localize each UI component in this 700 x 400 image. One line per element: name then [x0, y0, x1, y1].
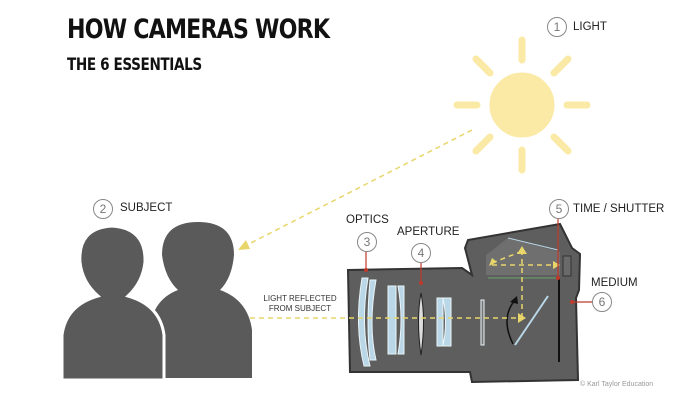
- label-optics: OPTICS: [346, 214, 389, 226]
- camera-body: [346, 222, 582, 384]
- number-badge-5: 5: [549, 199, 569, 219]
- incident-light-arrow: [244, 129, 473, 247]
- viewfinder: [562, 255, 572, 277]
- label-medium: MEDIUM: [591, 277, 638, 289]
- number-badge-2: 2: [93, 199, 113, 219]
- reflected-label-line2: FROM SUBJECT: [268, 304, 332, 313]
- page-title: HOW CAMERAS WORK: [67, 14, 330, 45]
- reflected-label-line1: LIGHT REFLECTED: [263, 294, 337, 303]
- label-aperture: APERTURE: [397, 226, 460, 238]
- credit: © Karl Taylor Education: [580, 381, 654, 388]
- number-badge-4: 4: [411, 243, 431, 263]
- label-light: LIGHT: [573, 21, 607, 33]
- number-badge-1: 1: [547, 17, 567, 37]
- label-subject: SUBJECT: [120, 202, 173, 214]
- number-badge-3: 3: [357, 232, 377, 252]
- sun-icon: [453, 36, 591, 174]
- optics-lenses: [357, 277, 549, 367]
- page-subtitle: THE 6 ESSENTIALS: [67, 55, 202, 75]
- light-path: [250, 251, 553, 319]
- reflected-light-label: LIGHT REFLECTED FROM SUBJECT: [250, 294, 350, 314]
- label-time-shutter: TIME / SHUTTER: [573, 203, 665, 215]
- subject-silhouette: [60, 222, 252, 382]
- arrowhead-icon: [238, 240, 250, 250]
- number-badge-6: 6: [592, 292, 612, 312]
- mirror-flip-arrow: [506, 299, 516, 345]
- label-pointers: [365, 219, 593, 303]
